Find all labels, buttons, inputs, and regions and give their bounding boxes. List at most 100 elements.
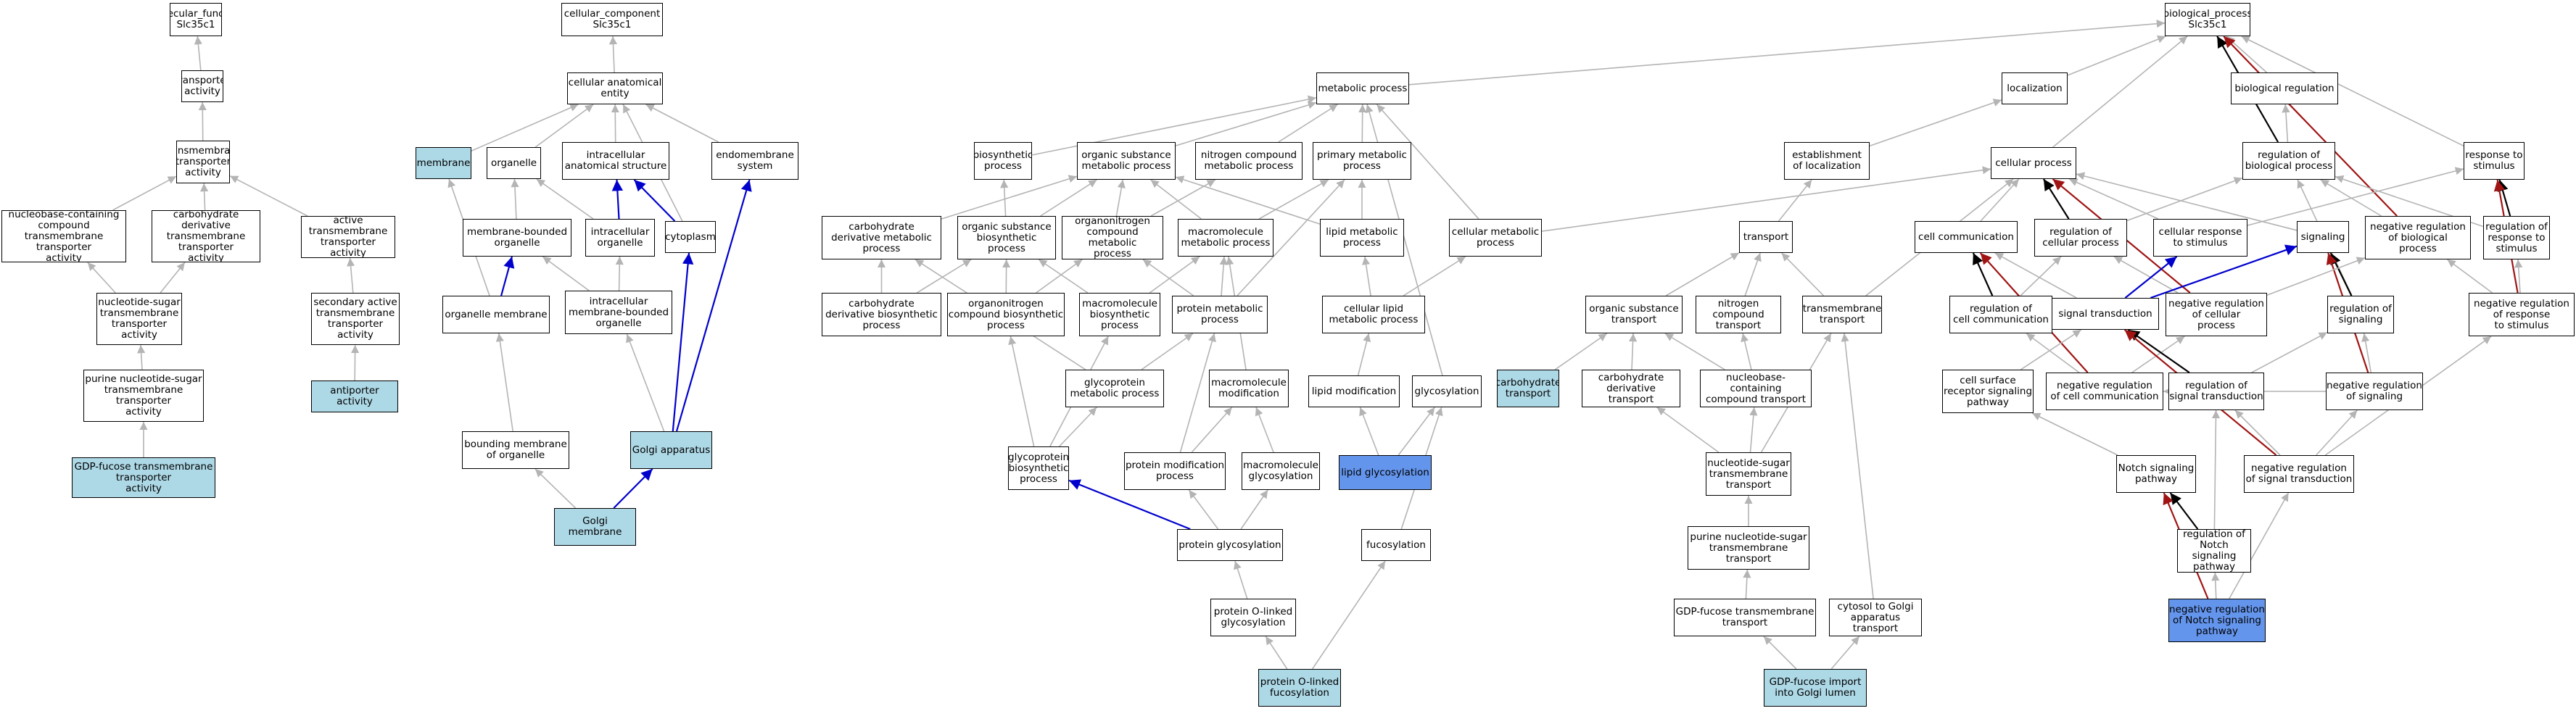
term-node-protein-met[interactable]: protein metabolic process	[1172, 296, 1268, 333]
term-node-transport[interactable]: transport	[1739, 221, 1793, 253]
term-node-metabolic[interactable]: metabolic process	[1316, 72, 1409, 104]
edge-is_a-tm_transport-to-transport	[1781, 252, 1825, 296]
term-node-carb-deriv-bios[interactable]: carbohydrate derivative biosynthetic pro…	[822, 293, 941, 336]
term-node-org-sub-transport[interactable]: organic substance transport	[1585, 296, 1683, 333]
term-node-biosynthetic[interactable]: biosynthetic process	[974, 142, 1032, 180]
term-node-carb-tm[interactable]: carbohydrate derivative transmembrane tr…	[152, 210, 260, 262]
edge-is_a-cellular_process-to-bp	[2052, 36, 2188, 148]
edge-part_of-golgi_membrane-to-golgi_apparatus	[613, 468, 653, 509]
edge-is_a-signaling-to-cellular_process	[2076, 172, 2298, 231]
term-node-gdp-tm-act[interactable]: GDP-fucose transmembrane transporter act…	[72, 457, 215, 498]
term-node-gdp-tm-transport[interactable]: GDP-fucose transmembrane transport	[1674, 599, 1816, 636]
term-node-neg-reg-signal-trans[interactable]: negative regulation of signal transducti…	[2244, 455, 2354, 493]
term-node-notch[interactable]: Notch signaling pathway	[2116, 455, 2196, 493]
term-node-resp-stimulus[interactable]: response to stimulus	[2464, 142, 2525, 180]
term-node-neg-reg-notch[interactable]: negative regulation of Notch signaling p…	[2168, 599, 2266, 642]
term-node-intra-mb-organelle[interactable]: intracellular membrane-bounded organelle	[565, 291, 672, 334]
term-node-neg-reg-cell-proc[interactable]: negative regulation of cellular process	[2166, 293, 2267, 336]
term-node-cellular-met[interactable]: cellular metabolic process	[1449, 219, 1542, 257]
term-node-carb-deriv-met[interactable]: carbohydrate derivative metabolic proces…	[822, 216, 941, 259]
term-node-signaling[interactable]: signaling	[2297, 221, 2349, 253]
edge-is_a-macromol_bios-to-macromol_met	[1149, 256, 1200, 294]
term-node-macromol-mod[interactable]: macromolecule modification	[1209, 370, 1289, 407]
term-node-purine-tm[interactable]: purine nucleotide-sugar transmembrane tr…	[83, 370, 204, 422]
term-node-nucleobase-transport[interactable]: nucleobase-containing compound transport	[1700, 370, 1812, 407]
term-node-glycoprotein-met[interactable]: glycoprotein metabolic process	[1065, 370, 1164, 407]
term-node-neg-reg-resp-stim[interactable]: negative regulation of response to stimu…	[2469, 293, 2575, 336]
term-node-intra-organelle[interactable]: intracellular organelle	[585, 219, 655, 257]
term-node-nucsugar-transport[interactable]: nucleotide-sugar transmembrane transport	[1706, 452, 1791, 496]
edge-is_a-intra_mb_organelle-to-mb_organelle	[542, 256, 590, 291]
term-node-glycoprotein-bios[interactable]: glycoprotein biosynthetic process	[1008, 446, 1069, 490]
term-node-cell-surface-rec[interactable]: cell surface receptor signaling pathway	[1942, 370, 2034, 413]
term-node-macromol-glyc[interactable]: macromolecule glycosylation	[1242, 452, 1320, 490]
term-node-antiporter[interactable]: antiporter activity	[311, 381, 398, 412]
term-node-nitrogen-met[interactable]: nitrogen compound metabolic process	[1195, 142, 1303, 180]
term-node-cytoplasm[interactable]: cytoplasm	[665, 221, 716, 253]
term-node-bio-reg[interactable]: biological regulation	[2231, 72, 2338, 104]
term-node-purine-transport[interactable]: purine nucleotide-sugar transmembrane tr…	[1688, 526, 1809, 570]
term-node-organonitrogen-met[interactable]: organonitrogen compound metabolic proces…	[1062, 216, 1163, 259]
term-node-golgi-apparatus[interactable]: Golgi apparatus	[630, 431, 712, 469]
term-node-mb-organelle[interactable]: membrane-bounded organelle	[463, 219, 571, 257]
term-node-cell-resp[interactable]: cellular response to stimulus	[2153, 219, 2247, 257]
term-node-reg-notch[interactable]: regulation of Notch signaling pathway	[2177, 529, 2251, 573]
term-node-bp[interactable]: biological_process Slc35c1	[2165, 3, 2250, 36]
term-node-organonitrogen-bios[interactable]: organonitrogen compound biosynthetic pro…	[947, 293, 1065, 336]
term-node-cellular-lipid-met[interactable]: cellular lipid metabolic process	[1322, 296, 1425, 333]
term-node-membrane[interactable]: membrane	[416, 147, 471, 179]
term-node-protein-glyc[interactable]: protein glycosylation	[1177, 529, 1283, 561]
term-node-carb-transport[interactable]: carbohydrate transport	[1497, 370, 1559, 407]
edge-is_a-protein_o_glyc-to-protein_glyc	[1234, 560, 1248, 599]
term-node-tm-transporter[interactable]: transmembrane transporter activity	[176, 141, 230, 183]
term-node-nitrogen-transport[interactable]: nitrogen compound transport	[1696, 296, 1781, 333]
term-node-lipid-mod[interactable]: lipid modification	[1308, 375, 1400, 407]
term-node-neg-reg-bio[interactable]: negative regulation of biological proces…	[2365, 216, 2471, 259]
term-node-transporter[interactable]: transporter activity	[181, 70, 223, 102]
term-node-golgi-membrane[interactable]: Golgi membrane	[554, 508, 636, 546]
term-node-cellular-process[interactable]: cellular process	[1991, 147, 2076, 179]
term-node-cytosol-golgi[interactable]: cytosol to Golgi apparatus transport	[1829, 599, 1922, 636]
term-node-organelle-membrane[interactable]: organelle membrane	[442, 296, 550, 333]
term-node-cc[interactable]: cellular_component Slc35c1	[561, 3, 663, 36]
term-node-endomembrane[interactable]: endomembrane system	[711, 142, 798, 180]
term-node-lipid-glyc[interactable]: lipid glycosylation	[1339, 455, 1432, 490]
term-node-reg-signal-trans[interactable]: regulation of signal transduction	[2168, 373, 2264, 410]
term-node-sec-active[interactable]: secondary active transmembrane transport…	[311, 293, 400, 345]
term-node-mf[interactable]: molecular_function Slc35c1	[170, 3, 222, 36]
term-node-intracell-as[interactable]: intracellular anatomical structure	[562, 142, 669, 180]
term-node-macromol-met[interactable]: macromolecule metabolic process	[1178, 219, 1273, 257]
term-node-reg-resp-stim[interactable]: regulation of response to stimulus	[2483, 216, 2550, 259]
term-node-macromol-bios[interactable]: macromolecule biosynthetic process	[1079, 293, 1160, 336]
term-node-reg-bio[interactable]: regulation of biological process	[2242, 142, 2335, 180]
term-node-tm-transport[interactable]: transmembrane transport	[1802, 296, 1882, 333]
term-node-org-sub-met[interactable]: organic substance metabolic process	[1077, 142, 1176, 180]
term-node-carb-deriv-transport[interactable]: carbohydrate derivative transport	[1582, 370, 1680, 407]
term-node-reg-cell-comm[interactable]: regulation of cell communication	[1949, 296, 2052, 333]
term-node-est-localization[interactable]: establishment of localization	[1784, 142, 1870, 180]
term-node-protein-o-fuc[interactable]: protein O-linked fucosylation	[1258, 669, 1341, 707]
term-node-localization[interactable]: localization	[2002, 72, 2068, 104]
term-node-protein-mod[interactable]: protein modification process	[1124, 452, 1226, 490]
term-node-signal-trans[interactable]: signal transduction	[2052, 298, 2159, 330]
term-node-neg-reg-cell-comm[interactable]: negative regulation of cell communicatio…	[2046, 373, 2163, 410]
term-node-reg-signaling[interactable]: regulation of signaling	[2327, 296, 2394, 333]
term-node-cell-comm[interactable]: cell communication	[1915, 221, 2018, 253]
term-node-org-sub-bios[interactable]: organic substance biosynthetic process	[957, 216, 1056, 259]
term-node-reg-cell-proc[interactable]: regulation of cellular process	[2034, 219, 2127, 257]
term-node-primary-met[interactable]: primary metabolic process	[1313, 142, 1411, 180]
term-node-organelle[interactable]: organelle	[487, 147, 541, 179]
term-node-protein-o-glyc[interactable]: protein O-linked glycosylation	[1210, 599, 1296, 636]
term-node-nucsugar-tm[interactable]: nucleotide-sugar transmembrane transport…	[96, 293, 182, 345]
term-node-cae[interactable]: cellular anatomical entity	[567, 72, 663, 104]
term-node-gdp-import[interactable]: GDP-fucose import into Golgi lumen	[1764, 669, 1867, 707]
term-node-neg-reg-signaling[interactable]: negative regulation of signaling	[2326, 373, 2423, 410]
term-node-glycosylation[interactable]: glycosylation	[1412, 375, 1482, 407]
term-node-bounding-membrane[interactable]: bounding membrane of organelle	[462, 431, 569, 469]
term-node-fucosylation[interactable]: fucosylation	[1361, 529, 1431, 561]
term-node-active-tm[interactable]: active transmembrane transporter activit…	[301, 216, 395, 258]
edge-regulates-reg_signal_trans-to-signal_trans	[2127, 329, 2190, 373]
edge-is_a-intracell_as-to-cae	[611, 104, 619, 143]
term-node-nucleobase-tm[interactable]: nucleobase-containing compound transmemb…	[1, 210, 126, 262]
term-node-lipid-met[interactable]: lipid metabolic process	[1320, 219, 1404, 257]
